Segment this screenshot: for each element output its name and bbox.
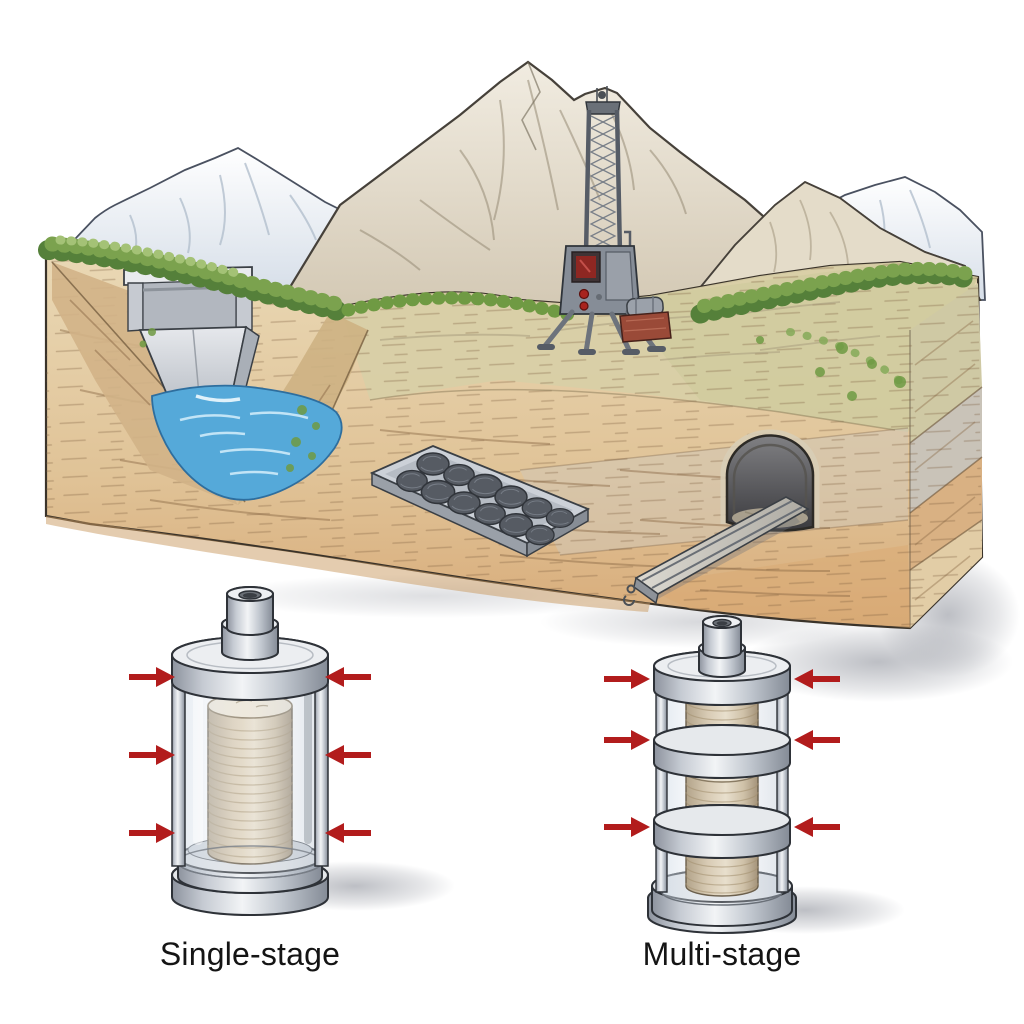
block-underside — [46, 516, 650, 612]
vegetation — [38, 235, 984, 472]
pressure-arrow — [325, 745, 371, 765]
pressure-arrow — [129, 823, 175, 843]
tunnel-ramp — [623, 496, 810, 606]
drill-rig — [537, 86, 672, 355]
reservoir — [151, 384, 343, 501]
pressure-arrow — [129, 667, 175, 687]
frame-post-right — [314, 667, 329, 867]
rig-mast-lattice — [589, 115, 617, 261]
fold-line — [369, 388, 896, 431]
apparatus-multi-stage — [604, 615, 905, 934]
pressure-arrow — [604, 817, 650, 837]
glass-chamber — [177, 655, 323, 879]
apparatus-single-stage — [129, 586, 455, 916]
pressure-arrow — [325, 823, 371, 843]
equipment-crates — [619, 296, 672, 343]
label-single-stage: Single-stage — [159, 936, 341, 972]
ramp-end — [633, 576, 659, 605]
pressure-arrow — [794, 730, 840, 750]
pressure-arrow — [604, 669, 650, 689]
top-cap — [171, 636, 329, 701]
core-sample-tray — [369, 445, 591, 558]
dam-pier-left — [127, 282, 144, 332]
grass-dots — [139, 328, 906, 472]
piston — [221, 586, 279, 661]
stage-separator-ring-1 — [653, 724, 791, 779]
stage-separator-ring-2 — [653, 804, 791, 859]
frame-post-left — [171, 667, 186, 867]
label-multi-stage: Multi-stage — [642, 936, 802, 972]
pressure-arrow — [604, 730, 650, 750]
pressure-arrow — [794, 817, 840, 837]
pressure-arrow — [325, 667, 371, 687]
pressure-arrow — [129, 745, 175, 765]
piston — [698, 615, 746, 678]
